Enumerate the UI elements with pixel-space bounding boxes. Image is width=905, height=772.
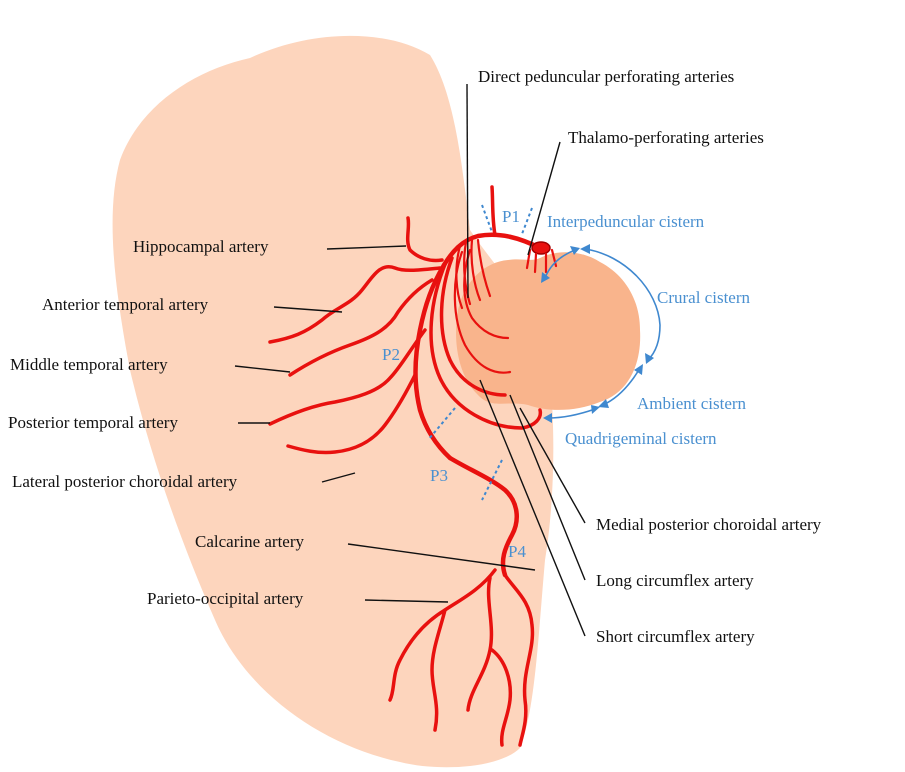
label-parieto-occipital: Parieto-occipital artery [147, 589, 304, 608]
label-medial-posterior-choroidal: Medial posterior choroidal artery [596, 515, 822, 534]
basilar-tip [532, 242, 550, 254]
label-quadrigeminal-cistern: Quadrigeminal cistern [565, 429, 717, 448]
basilar-perforator-2 [535, 254, 536, 272]
label-hippocampal: Hippocampal artery [133, 237, 269, 256]
label-short-circumflex: Short circumflex artery [596, 627, 755, 646]
label-segment-p2: P2 [382, 345, 400, 364]
thalamo-perforating-branch-artery [492, 187, 495, 235]
label-lateral-posterior-choroidal: Lateral posterior choroidal artery [12, 472, 238, 491]
label-crural-cistern: Crural cistern [657, 288, 750, 307]
quadrigeminal-arrow [548, 409, 595, 418]
label-calcarine: Calcarine artery [195, 532, 305, 551]
crural-arrowhead-a [580, 244, 590, 254]
label-ambient-cistern: Ambient cistern [637, 394, 747, 413]
label-long-circumflex: Long circumflex artery [596, 571, 754, 590]
label-segment-p1: P1 [502, 207, 520, 226]
p1-boundary-left [482, 205, 492, 232]
label-segment-p3: P3 [430, 466, 448, 485]
leader-thalamo-perforating [528, 142, 560, 255]
label-middle-temporal: Middle temporal artery [10, 355, 168, 374]
label-thalamo-perforating: Thalamo-perforating arteries [568, 128, 764, 147]
p1-boundary-right [522, 208, 532, 234]
label-segment-p4: P4 [508, 542, 526, 561]
label-anterior-temporal: Anterior temporal artery [42, 295, 209, 314]
label-interpeduncular-cistern: Interpeduncular cistern [547, 212, 705, 231]
label-posterior-temporal: Posterior temporal artery [8, 413, 178, 432]
label-direct-peduncular: Direct peduncular perforating arteries [478, 67, 734, 86]
